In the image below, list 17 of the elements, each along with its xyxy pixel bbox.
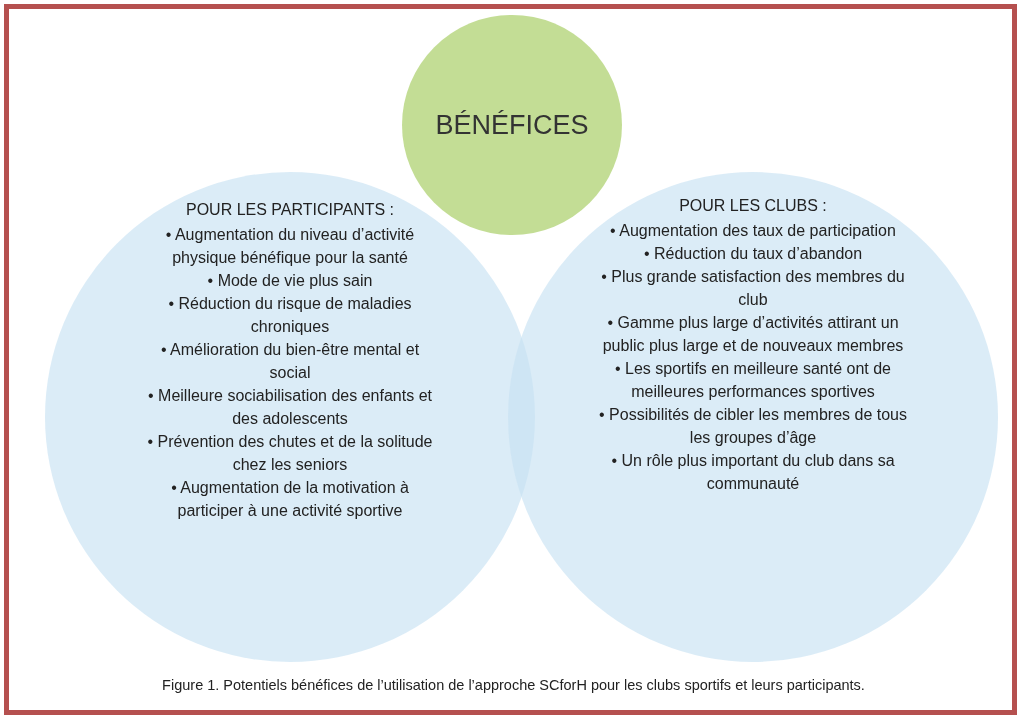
bullet-item: • Augmentation des taux de participation [609, 221, 897, 241]
bullet-item: • Possibilités de cibler les membres de tous les groupes d’âge [598, 405, 908, 448]
bullet-item: • Mode de vie plus sain [206, 271, 374, 291]
bullet-item: • Prévention des chutes et de la solitude chez les seniors [146, 432, 434, 475]
bullet-item: • Augmentation du niveau d’activité physique bénéfique pour la santé [164, 225, 416, 268]
bullet-item: • Plus grande satisfaction des membres du club [600, 267, 906, 310]
bullet-item: • Gamme plus large d’activités attirant un public plus large et de nouveaux membres [601, 313, 905, 356]
bullet-item: • Réduction du taux d’abandon [642, 244, 864, 264]
bullet-item: • Les sportifs en meilleure santé ont de meilleures performances sportives [614, 359, 892, 402]
figure-caption: Figure 1. Potentiels bénéfices de l’utilisation de l’approche SCforH pour les clubs sportifs et leurs participants. [161, 677, 866, 693]
bullet-item: • Augmentation de la motivation à participer à une activité sportive [170, 478, 410, 521]
heading-text: POUR LES PARTICIPANTS : [184, 200, 395, 220]
bullet-item: • Réduction du risque de maladies chroniques [167, 294, 413, 337]
bullet-item: • Amélioration du bien-être mental et social [159, 340, 421, 383]
heading-text: POUR LES CLUBS : [678, 196, 828, 216]
bullet-item: • Meilleure sociabilisation des enfants et des adolescents [147, 386, 433, 429]
bullet-item: • Un rôle plus important du club dans sa communauté [610, 451, 896, 494]
